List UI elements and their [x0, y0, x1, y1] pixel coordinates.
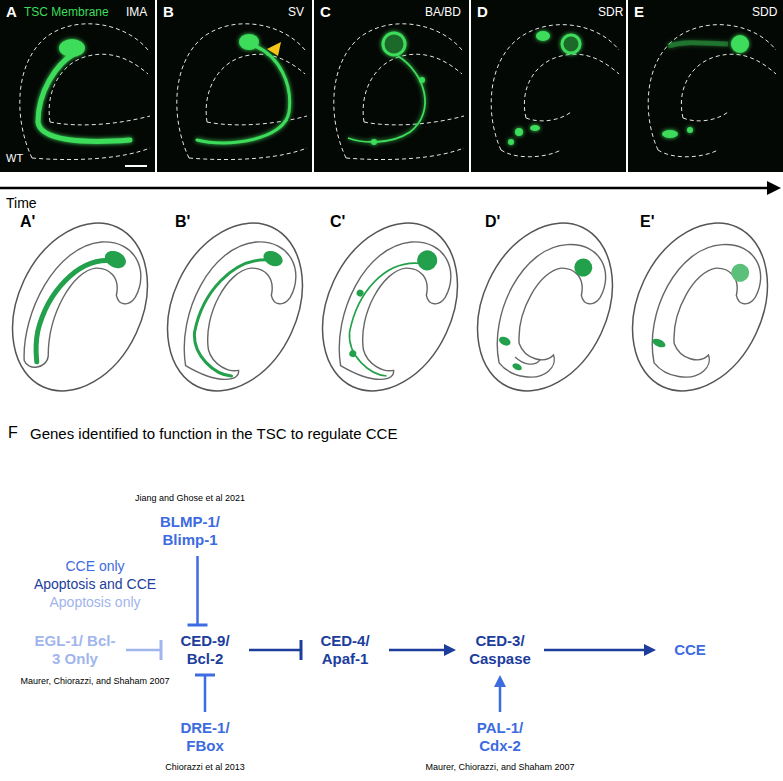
panel-letter: C'	[330, 213, 345, 231]
panel-letter: A	[6, 3, 17, 20]
gene-node: CED-9/ Bcl-2	[164, 628, 246, 672]
inhibition-bar	[160, 640, 163, 660]
arrowhead	[644, 644, 656, 656]
legend-text: Apoptosis only	[49, 594, 140, 610]
panel-letter: A'	[20, 213, 35, 231]
connector-line	[249, 649, 301, 652]
legend-entry: Apoptosis and CCE	[34, 576, 156, 593]
gene-node: CCE	[659, 637, 721, 663]
embryo-drawing	[297, 201, 484, 413]
micrograph-panel	[314, 0, 469, 172]
connector-line	[196, 556, 199, 625]
micrograph-panel	[471, 0, 626, 172]
panel-letter: B'	[175, 213, 190, 231]
embryo-drawing	[0, 201, 173, 413]
connector-line	[499, 684, 502, 712]
micrograph-panel	[0, 0, 155, 172]
inhibition-connector	[249, 640, 301, 660]
connector-line	[126, 649, 161, 652]
panel-letter: F	[8, 424, 18, 442]
panel-letter: C	[320, 3, 331, 20]
citation: Chiorazzi et al 2013	[165, 762, 245, 772]
stage-label: BA/BD	[425, 6, 461, 20]
stage-label: SDR	[598, 6, 623, 20]
channel-label: TSC Membrane	[24, 6, 109, 20]
embryo-drawing	[607, 201, 783, 413]
gene-node: EGL-1/ Bcl-3 Only	[27, 628, 123, 672]
legend-text: CCE only	[65, 558, 124, 574]
arrowhead	[494, 675, 506, 687]
gene-node: CED-3/ Caspase	[459, 628, 541, 672]
activation-arrow	[494, 675, 506, 712]
embryo-drawing	[142, 201, 329, 413]
citation: Maurer, Chiorazzi, and Shaham 2007	[20, 676, 169, 686]
inhibition-bar	[300, 640, 303, 660]
stage-label: SDD	[752, 6, 777, 20]
stage-label: SV	[288, 6, 304, 20]
gene-name: PAL-1/ Cdx-2	[465, 719, 535, 755]
inhibition-bar	[195, 674, 215, 677]
gene-name: CED-3/ Caspase	[465, 632, 535, 668]
inhibition-connector	[188, 556, 208, 625]
panel-letter: D	[477, 3, 488, 20]
legend-entry: CCE only	[65, 558, 124, 575]
time-label: Time	[6, 195, 37, 211]
micrograph-panel	[157, 0, 312, 172]
activation-arrow	[544, 644, 656, 656]
gene-name: CED-4/ Apaf-1	[310, 632, 380, 668]
connector-line	[389, 649, 447, 652]
gene-node: DRE-1/ FBox	[164, 715, 246, 759]
panel-heading: Genes identified to function in the TSC …	[30, 425, 397, 442]
time-arrow	[0, 181, 781, 195]
activation-arrow	[389, 644, 456, 656]
citation: Maurer, Chiorazzi, and Shaham 2007	[425, 762, 574, 772]
gene-node: PAL-1/ Cdx-2	[459, 715, 541, 759]
stage-label: IMA	[126, 6, 147, 20]
arrowhead	[444, 644, 456, 656]
gene-node: CED-4/ Apaf-1	[304, 628, 386, 672]
legend-entry: Apoptosis only	[49, 594, 140, 611]
gene-name: CED-9/ Bcl-2	[170, 632, 240, 668]
embryo-drawing	[452, 201, 639, 413]
gene-name: DRE-1/ FBox	[170, 719, 240, 755]
connector-line	[204, 675, 207, 712]
gene-name: CCE	[665, 641, 715, 659]
panel-letter: E'	[640, 213, 654, 231]
micrograph-panel	[628, 0, 783, 172]
inhibition-bar	[188, 624, 208, 627]
genotype-label: WT	[6, 152, 23, 165]
gene-name: EGL-1/ Bcl-3 Only	[33, 632, 117, 668]
gene-node: BLMP-1/ Blimp-1	[149, 509, 231, 553]
panel-letter: E	[634, 3, 644, 20]
panel-letter: B	[163, 3, 174, 20]
gene-name: BLMP-1/ Blimp-1	[155, 513, 225, 549]
inhibition-connector	[195, 675, 215, 712]
panel-letter: D'	[485, 213, 500, 231]
citation: Jiang and Ghose et al 2021	[135, 493, 245, 503]
connector-line	[544, 649, 647, 652]
inhibition-connector	[126, 640, 161, 660]
legend-text: Apoptosis and CCE	[34, 576, 156, 592]
